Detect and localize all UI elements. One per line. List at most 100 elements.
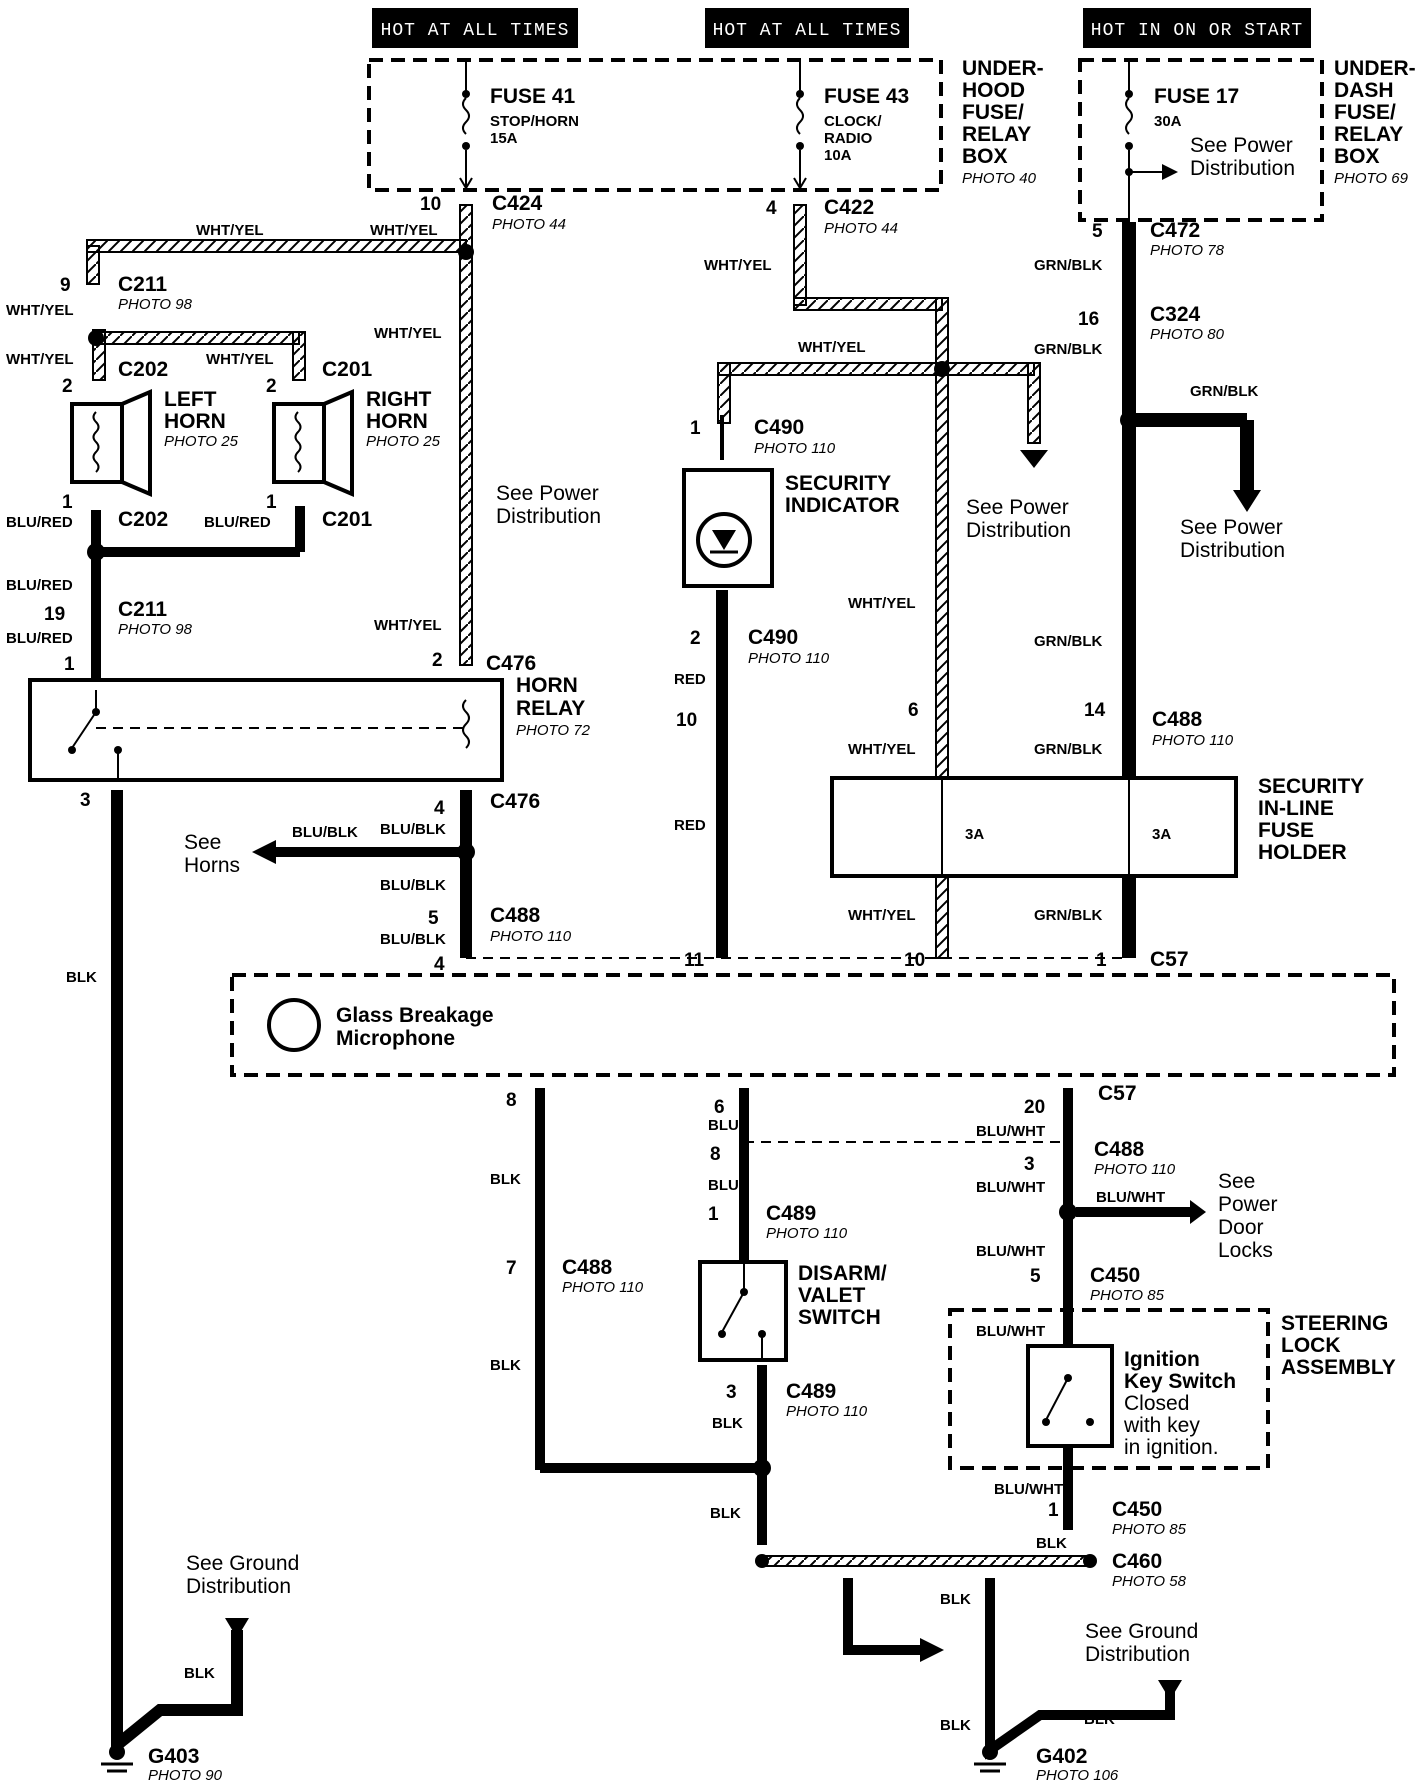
- svg-text:DASH: DASH: [1334, 79, 1394, 102]
- svg-text:GRN/BLK: GRN/BLK: [1190, 383, 1258, 400]
- svg-text:WHT/YEL: WHT/YEL: [848, 741, 916, 758]
- svg-text:C489: C489: [786, 1380, 836, 1403]
- see-power-distribution-3: See Power Distribution: [1180, 516, 1285, 562]
- svg-text:5: 5: [1030, 1266, 1041, 1287]
- svg-text:BLU: BLU: [708, 1117, 739, 1134]
- svg-text:Power: Power: [1218, 1193, 1278, 1216]
- svg-text:BLK: BLK: [940, 1591, 971, 1608]
- svg-text:BLK: BLK: [66, 969, 97, 986]
- svg-text:BLK: BLK: [710, 1505, 741, 1522]
- svg-text:WHT/YEL: WHT/YEL: [6, 302, 74, 319]
- svg-text:Ignition: Ignition: [1124, 1348, 1200, 1371]
- svg-text:PHOTO 98: PHOTO 98: [118, 296, 193, 313]
- svg-text:Door: Door: [1218, 1216, 1264, 1239]
- svg-text:See: See: [184, 831, 221, 854]
- svg-text:UNDER-: UNDER-: [962, 57, 1044, 80]
- svg-text:BLU/WHT: BLU/WHT: [976, 1179, 1045, 1196]
- svg-text:PHOTO 58: PHOTO 58: [1112, 1573, 1187, 1590]
- svg-text:C424: C424: [492, 192, 543, 215]
- svg-text:C422: C422: [824, 196, 874, 219]
- svg-text:C450: C450: [1112, 1498, 1162, 1521]
- svg-text:PHOTO 110: PHOTO 110: [766, 1225, 848, 1242]
- svg-text:BLU/WHT: BLU/WHT: [994, 1481, 1063, 1498]
- svg-text:C202: C202: [118, 358, 168, 381]
- svg-text:PHOTO 78: PHOTO 78: [1150, 242, 1225, 259]
- svg-text:2: 2: [690, 628, 701, 649]
- svg-text:PHOTO 106: PHOTO 106: [1036, 1767, 1119, 1784]
- svg-text:BLK: BLK: [1036, 1535, 1067, 1552]
- svg-text:G402: G402: [1036, 1745, 1087, 1768]
- svg-text:1: 1: [1096, 950, 1107, 971]
- svg-text:Distribution: Distribution: [1190, 157, 1295, 180]
- svg-text:RED: RED: [674, 817, 706, 834]
- svg-text:PHOTO 90: PHOTO 90: [148, 1767, 223, 1784]
- svg-text:STEERING: STEERING: [1281, 1312, 1388, 1335]
- svg-text:BOX: BOX: [1334, 145, 1380, 168]
- svg-text:SECURITY: SECURITY: [1258, 775, 1364, 798]
- svg-text:HORN: HORN: [516, 674, 578, 697]
- see-power-distribution-2: See Power Distribution: [966, 496, 1071, 542]
- svg-text:C201: C201: [322, 358, 373, 381]
- svg-text:4: 4: [434, 954, 445, 975]
- svg-text:LOCK: LOCK: [1281, 1334, 1341, 1357]
- svg-text:PHOTO 25: PHOTO 25: [366, 433, 441, 450]
- svg-text:C201: C201: [322, 508, 373, 531]
- wire-wht-yel-left: [86, 204, 474, 666]
- svg-text:GRN/BLK: GRN/BLK: [1034, 341, 1102, 358]
- svg-text:1: 1: [64, 654, 75, 675]
- svg-text:RELAY: RELAY: [1334, 123, 1403, 146]
- svg-text:2: 2: [432, 650, 443, 671]
- svg-text:1: 1: [690, 418, 701, 439]
- svg-text:PHOTO 85: PHOTO 85: [1090, 1287, 1165, 1304]
- svg-text:BOX: BOX: [962, 145, 1008, 168]
- svg-text:PHOTO 44: PHOTO 44: [492, 216, 566, 233]
- svg-text:BLU/WHT: BLU/WHT: [976, 1123, 1045, 1140]
- svg-text:3A: 3A: [965, 826, 984, 843]
- svg-text:FUSE 41: FUSE 41: [490, 85, 576, 108]
- svg-text:HOOD: HOOD: [962, 79, 1025, 102]
- svg-text:C472: C472: [1150, 219, 1200, 242]
- svg-text:14: 14: [1084, 700, 1106, 721]
- svg-text:Distribution: Distribution: [186, 1575, 291, 1598]
- svg-text:PHOTO 110: PHOTO 110: [786, 1403, 868, 1420]
- svg-text:PHOTO 98: PHOTO 98: [118, 621, 193, 638]
- svg-text:HOLDER: HOLDER: [1258, 841, 1347, 864]
- underdash-box-label: UNDER- DASH FUSE/ RELAY BOX PHOTO 69: [1334, 57, 1416, 187]
- svg-text:8: 8: [710, 1144, 721, 1165]
- svg-text:4: 4: [766, 198, 777, 219]
- svg-text:See Power: See Power: [1190, 134, 1293, 157]
- svg-text:VALET: VALET: [798, 1284, 865, 1307]
- svg-text:1: 1: [266, 492, 277, 513]
- svg-text:BLU/BLK: BLU/BLK: [292, 824, 358, 841]
- svg-text:FUSE/: FUSE/: [1334, 101, 1396, 124]
- wire-color-labels: WHT/YEL WHT/YEL WHT/YEL WHT/YEL WHT/YEL …: [6, 222, 1258, 1734]
- svg-text:BLU/WHT: BLU/WHT: [1096, 1189, 1165, 1206]
- svg-text:WHT/YEL: WHT/YEL: [374, 617, 442, 634]
- svg-text:20: 20: [1024, 1097, 1045, 1118]
- svg-text:1: 1: [62, 492, 73, 513]
- svg-text:See Ground: See Ground: [186, 1552, 299, 1575]
- svg-text:BLK: BLK: [490, 1357, 521, 1374]
- svg-text:RED: RED: [674, 671, 706, 688]
- svg-text:BLK: BLK: [184, 1665, 215, 1682]
- svg-text:See: See: [1218, 1170, 1255, 1193]
- svg-text:10A: 10A: [824, 147, 852, 164]
- glass-breakage-module: Glass Breakage Microphone: [230, 957, 1396, 1077]
- svg-text:HOT AT ALL TIMES: HOT AT ALL TIMES: [381, 21, 570, 41]
- svg-text:HOT IN ON OR START: HOT IN ON OR START: [1091, 21, 1303, 41]
- svg-text:LEFT: LEFT: [164, 388, 217, 411]
- svg-text:CLOCK/: CLOCK/: [824, 113, 882, 130]
- svg-text:3A: 3A: [1152, 826, 1171, 843]
- wire-blk-g403: [111, 790, 249, 1750]
- svg-text:HOT AT ALL TIMES: HOT AT ALL TIMES: [713, 21, 902, 41]
- svg-text:BLK: BLK: [490, 1171, 521, 1188]
- header-hot-in-on-or-start: HOT IN ON OR START: [1083, 8, 1311, 48]
- see-ground-distribution-2: See Ground Distribution: [1085, 1620, 1198, 1666]
- svg-text:BLU/BLK: BLU/BLK: [380, 821, 446, 838]
- svg-text:C489: C489: [766, 1202, 816, 1225]
- svg-text:15A: 15A: [490, 130, 518, 147]
- svg-text:11: 11: [684, 950, 705, 971]
- svg-text:Distribution: Distribution: [1180, 539, 1285, 562]
- fuse-43: FUSE 43 CLOCK/ RADIO 10A: [793, 60, 909, 190]
